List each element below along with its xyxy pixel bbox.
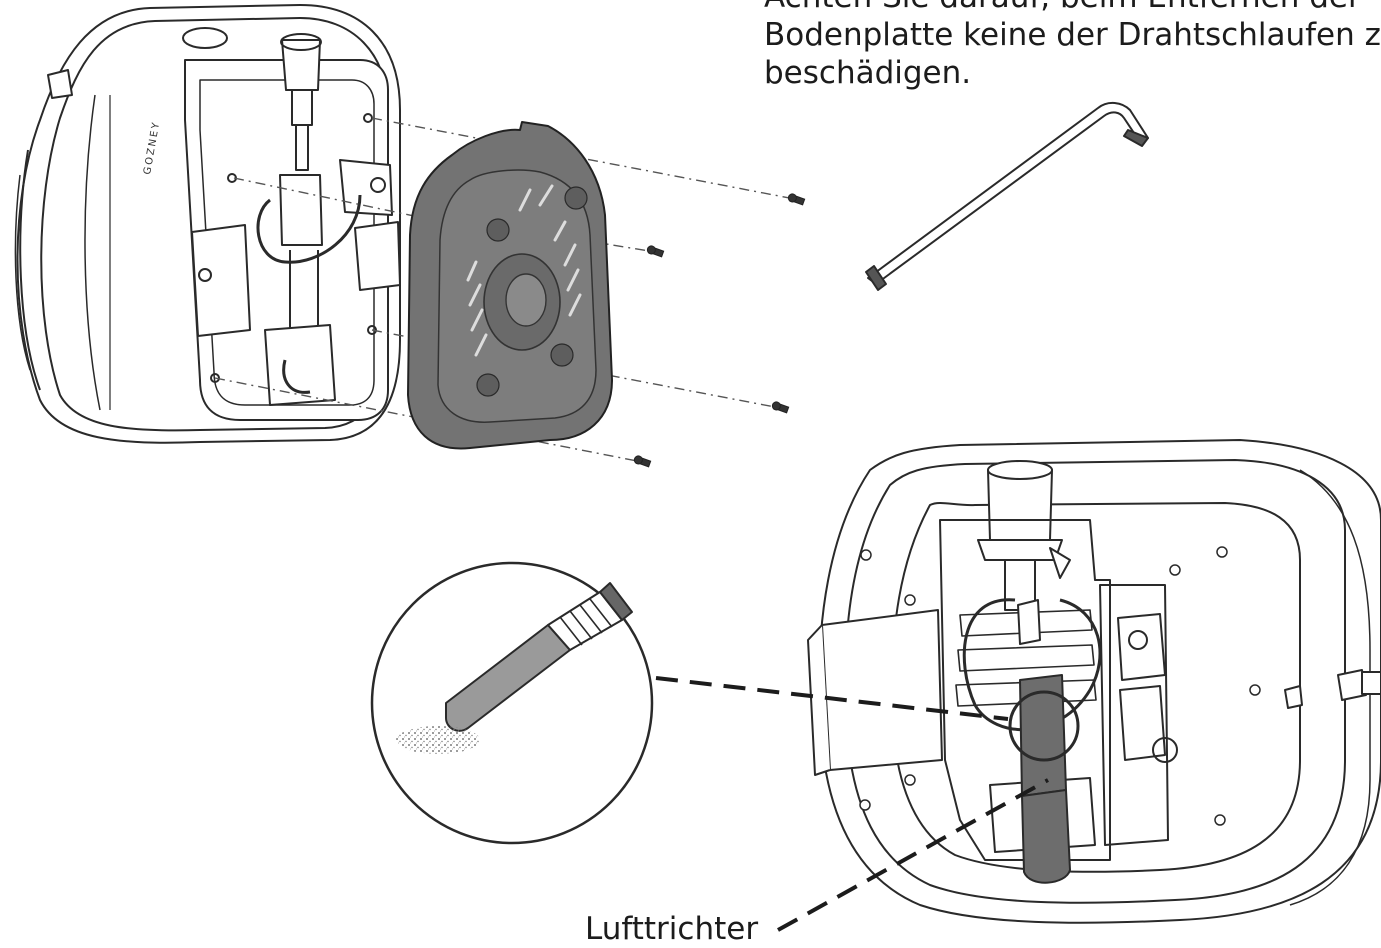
funnel-highlight-circle bbox=[1008, 690, 1080, 762]
instruction-caption-line2: Bodenplatte keine der Drahtschlaufen zu bbox=[764, 17, 1381, 53]
screws bbox=[633, 193, 806, 468]
funnel-label: Lufttrichter bbox=[585, 911, 759, 947]
allen-key-tool bbox=[865, 102, 1149, 291]
base-plate bbox=[407, 121, 613, 450]
leader-lines bbox=[655, 676, 1049, 932]
instruction-caption-line1: Achten Sie darauf, beim Entfernen der bbox=[764, 0, 1381, 16]
oven-housing-detail bbox=[807, 439, 1381, 924]
instruction-caption-line3: beschädigen. bbox=[764, 55, 972, 91]
dust-particles bbox=[396, 726, 480, 754]
oven-housing-open: GOZNEY bbox=[14, 4, 401, 444]
magnified-detail-circle bbox=[370, 561, 654, 845]
vacuum-nozzle bbox=[445, 582, 633, 732]
